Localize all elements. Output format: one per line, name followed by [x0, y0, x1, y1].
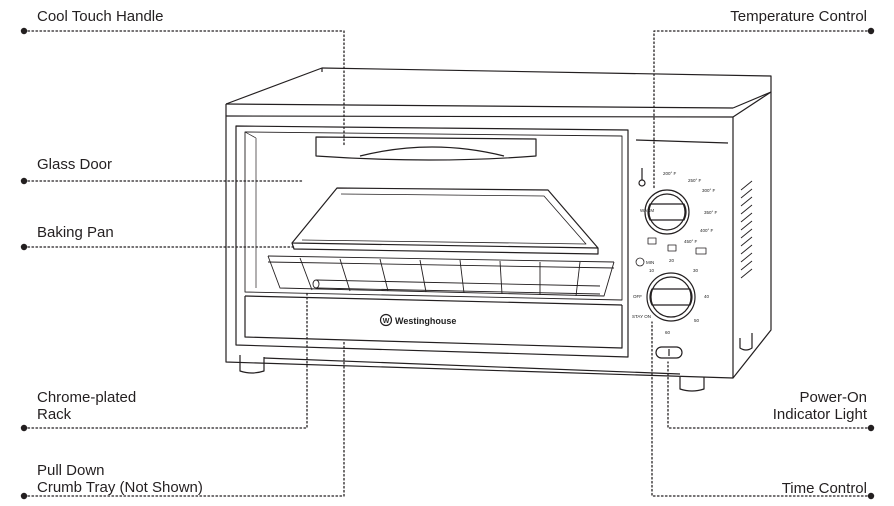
- control-panel: WARM 200° F 250° F 300° F 350° F 400° F …: [632, 139, 729, 359]
- brand-logo-letter: W: [383, 318, 390, 325]
- temp-mark-450: 450° F: [684, 239, 698, 244]
- temp-mark-250: 250° F: [688, 178, 702, 183]
- leader-lines: [23, 30, 872, 497]
- glass-door: [235, 125, 629, 358]
- timer-mark-10: 10: [649, 268, 655, 273]
- label-glass-door: Glass Door: [37, 156, 113, 173]
- label-power-light-line2: Indicator Light: [772, 406, 867, 423]
- label-cool-touch-handle: Cool Touch Handle: [37, 8, 164, 25]
- temp-mark-300: 300° F: [702, 188, 716, 193]
- label-chrome-rack: Chrome-plated Rack: [37, 389, 136, 423]
- temp-mark-200: 200° F: [663, 171, 677, 176]
- label-chrome-rack-line1: Chrome-plated: [37, 389, 137, 406]
- timer-stay-on-label: STAY ON: [632, 314, 651, 319]
- timer-mark-20: 20: [669, 258, 675, 263]
- oven-body: [225, 67, 772, 392]
- function-icons: [647, 237, 707, 255]
- chrome-rack: [267, 255, 615, 297]
- timer-dial: MIN 10 20 30 40 50 60 OFF STAY ON: [632, 257, 710, 335]
- timer-off-label: OFF: [633, 294, 642, 299]
- label-crumb-tray-line2: Crumb Tray (Not Shown): [37, 479, 203, 496]
- label-crumb-tray-line1: Pull Down: [37, 462, 105, 479]
- temperature-dial: WARM 200° F 250° F 300° F 350° F 400° F …: [640, 171, 718, 244]
- temp-mark-400: 400° F: [700, 228, 714, 233]
- power-indicator-light: [655, 346, 683, 359]
- brand-logo: W Westinghouse: [379, 313, 456, 327]
- leader-dots: [20, 27, 875, 500]
- label-temperature-control: Temperature Control: [730, 8, 867, 25]
- label-baking-pan: Baking Pan: [37, 224, 114, 241]
- timer-mark-40: 40: [704, 294, 710, 299]
- label-chrome-rack-line2: Rack: [37, 406, 72, 423]
- temp-mark-warm: WARM: [640, 208, 654, 213]
- baking-pan: [291, 187, 599, 255]
- label-crumb-tray: Pull Down Crumb Tray (Not Shown): [37, 462, 203, 496]
- label-time-control: Time Control: [781, 480, 867, 497]
- label-power-light: Power-On Indicator Light: [773, 389, 867, 423]
- brand-name: Westinghouse: [395, 316, 456, 326]
- timer-mark-50: 50: [694, 318, 700, 323]
- timer-mark-60: 60: [665, 330, 671, 335]
- temp-mark-350: 350° F: [704, 210, 718, 215]
- label-power-light-line1: Power-On: [799, 389, 867, 406]
- timer-unit-label: MIN: [646, 260, 654, 265]
- timer-mark-30: 30: [693, 268, 699, 273]
